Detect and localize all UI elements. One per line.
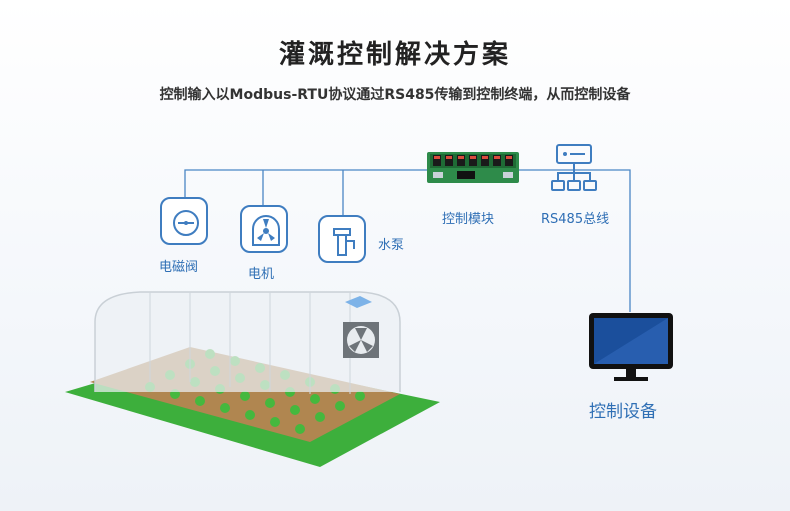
bus-label: RS485总线 xyxy=(541,208,609,227)
pump-icon xyxy=(320,217,368,265)
network-topology-icon xyxy=(545,143,601,193)
valve-label: 电磁阀 xyxy=(159,256,198,275)
motor-label: 电机 xyxy=(248,263,274,282)
circuit-board-icon xyxy=(427,150,519,185)
module-label: 控制模块 xyxy=(442,208,494,227)
controller-label: 控制设备 xyxy=(589,397,657,422)
monitor-icon xyxy=(588,312,674,384)
pump-label: 水泵 xyxy=(378,234,404,253)
pump-icon-box xyxy=(318,215,366,263)
motor-fan-icon xyxy=(242,207,290,255)
valve-icon-box xyxy=(160,197,208,245)
greenhouse-illustration xyxy=(60,282,445,472)
motor-icon-box xyxy=(240,205,288,253)
valve-icon xyxy=(162,199,210,247)
